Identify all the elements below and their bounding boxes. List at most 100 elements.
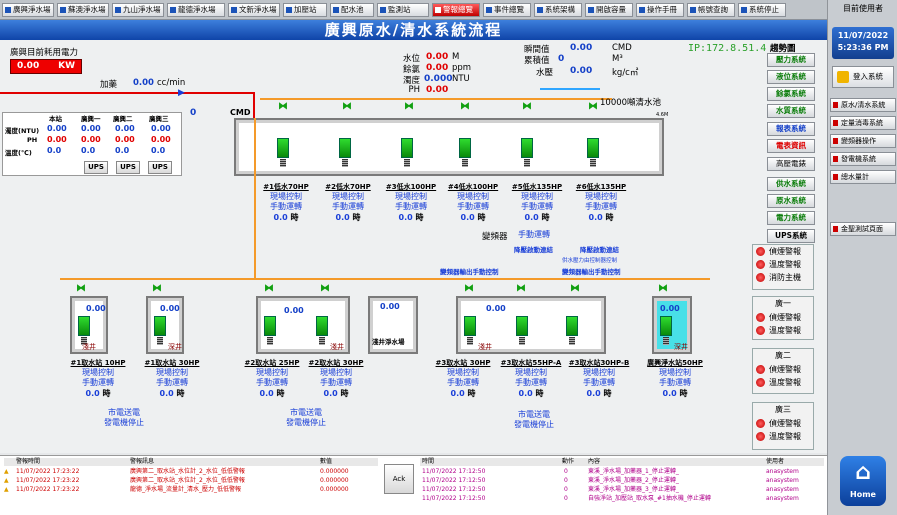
table-row[interactable]: 11/07/2022 17:12:50 0 東溪_淨水場_加藥器_2_停止運轉_… (420, 477, 824, 485)
table-row[interactable]: ▲ 11/07/2022 17:23:22 廣興第二_取水站_水位計_2_水位_… (4, 468, 378, 476)
valve-icon[interactable]: ⧓ (320, 283, 330, 294)
valve-icon[interactable]: ⧓ (464, 283, 474, 294)
ups-button[interactable]: UPS (116, 161, 140, 174)
control-mode[interactable]: 現場控制 (395, 192, 427, 201)
nav-tab[interactable]: 配水池 (330, 3, 374, 17)
table-row[interactable]: 11/07/2022 17:12:50 0 自強淨站_加壓站_取水泵_#1抽水機… (420, 495, 824, 503)
nav-tab[interactable]: 系統停止 (738, 3, 786, 17)
valve-icon[interactable]: ⧓ (658, 283, 668, 294)
ups-button[interactable]: UPS (84, 161, 108, 174)
table-row[interactable]: 11/07/2022 17:12:50 0 東溪_淨水場_加藥器_1_停止運轉_… (420, 468, 824, 476)
pump-icon[interactable] (154, 316, 166, 345)
control-mode[interactable]: 現場控制 (270, 192, 302, 201)
table-row[interactable]: 11/07/2022 17:12:50 0 東溪_淨水場_加藥器_3_停止運轉_… (420, 486, 824, 494)
sys-button[interactable]: 液位系統 (767, 70, 815, 84)
nav-tab-active[interactable]: 警報總覽 (432, 3, 480, 17)
nav-tab[interactable]: 事件總覽 (483, 3, 531, 17)
pump-icon[interactable] (264, 316, 276, 345)
run-mode[interactable]: 手動運轉 (521, 202, 553, 211)
sidebar-item[interactable]: 金聖測試頁面 (830, 222, 896, 236)
table-row[interactable]: ▲ 11/07/2022 17:23:22 龍德_淨水場_流量計_清水_壓力_低… (4, 486, 378, 494)
valve-icon[interactable]: ⧓ (588, 101, 598, 112)
control-mode[interactable]: 現場控制 (156, 368, 188, 377)
valve-icon[interactable]: ⧓ (404, 101, 414, 112)
pump-icon[interactable] (566, 316, 578, 345)
sys-button[interactable]: UPS系統 (767, 229, 815, 243)
control-mode[interactable]: 現場控制 (332, 192, 364, 201)
control-mode[interactable]: 現場控制 (659, 368, 691, 377)
pump-icon[interactable] (587, 138, 599, 167)
pump-icon[interactable] (78, 316, 90, 345)
run-mode[interactable]: 手動運轉 (395, 202, 427, 211)
sys-button[interactable]: 電表資訊 (767, 139, 815, 153)
run-mode[interactable]: 手動運轉 (447, 378, 479, 387)
nav-tab[interactable]: 系統架構 (534, 3, 582, 17)
pump-icon[interactable] (521, 138, 533, 167)
sidebar-item[interactable]: 變頻器操作 (830, 134, 896, 148)
pump-icon[interactable] (401, 138, 413, 167)
nav-tab[interactable]: 蘇澳淨水場 (57, 3, 109, 17)
run-mode[interactable]: 手動運轉 (332, 202, 364, 211)
run-mode[interactable]: 手動運轉 (585, 202, 617, 211)
valve-icon[interactable]: ⧓ (152, 283, 162, 294)
pump-icon[interactable] (316, 316, 328, 345)
pump-icon[interactable] (516, 316, 528, 345)
pump-icon[interactable] (660, 316, 672, 345)
run-mode[interactable]: 手動運轉 (156, 378, 188, 387)
control-mode[interactable]: 現場控制 (320, 368, 352, 377)
control-mode[interactable]: 現場控制 (585, 192, 617, 201)
vfd-state[interactable]: 手動運轉 (518, 230, 550, 239)
run-mode[interactable]: 手動運轉 (457, 202, 489, 211)
sidebar-item[interactable]: 定量消毒系統 (830, 116, 896, 130)
sys-button[interactable]: 報表系統 (767, 122, 815, 136)
run-mode[interactable]: 手動運轉 (583, 378, 615, 387)
ack-button[interactable]: Ack (384, 464, 414, 494)
sidebar-item[interactable]: 發電機系統 (830, 152, 896, 166)
nav-tab[interactable]: 廣興淨水場 (2, 3, 54, 17)
valve-icon[interactable]: ⧓ (522, 101, 532, 112)
run-mode[interactable]: 手動運轉 (320, 378, 352, 387)
sys-button[interactable]: 電力系統 (767, 211, 815, 225)
sidebar-item[interactable]: 原水/清水系統 (830, 98, 896, 112)
valve-icon[interactable]: ⧓ (570, 283, 580, 294)
nav-tab[interactable]: 帳號查詢 (687, 3, 735, 17)
control-mode[interactable]: 現場控制 (447, 368, 479, 377)
table-row[interactable]: ▲ 11/07/2022 17:23:22 廣興第二_取水站_水位計_2_水位_… (4, 477, 378, 485)
sys-button[interactable]: 原水系統 (767, 194, 815, 208)
vfd-link[interactable]: 降壓啟動連結 (514, 246, 553, 254)
valve-icon[interactable]: ⧓ (516, 283, 526, 294)
valve-icon[interactable]: ⧓ (460, 101, 470, 112)
sys-button[interactable]: 餘氯系統 (767, 87, 815, 101)
sidebar-item[interactable]: 總水量計 (830, 170, 896, 184)
sys-button[interactable]: 壓力系統 (767, 53, 815, 67)
nav-tab[interactable]: 監測站 (377, 3, 429, 17)
ups-button[interactable]: UPS (148, 161, 172, 174)
nav-tab[interactable]: 操作手冊 (636, 3, 684, 17)
login-button[interactable]: 登入系統 (832, 66, 894, 88)
control-mode[interactable]: 現場控制 (256, 368, 288, 377)
run-mode[interactable]: 手動運轉 (270, 202, 302, 211)
pump-icon[interactable] (277, 138, 289, 167)
run-mode[interactable]: 手動運轉 (256, 378, 288, 387)
run-mode[interactable]: 手動運轉 (82, 378, 114, 387)
control-mode[interactable]: 現場控制 (82, 368, 114, 377)
run-mode[interactable]: 手動運轉 (515, 378, 547, 387)
nav-tab[interactable]: 加壓站 (283, 3, 327, 17)
pump-icon[interactable] (464, 316, 476, 345)
sys-button[interactable]: 水質系統 (767, 104, 815, 118)
pump-icon[interactable] (339, 138, 351, 167)
valve-icon[interactable]: ⧓ (278, 101, 288, 112)
home-button[interactable]: ⌂Home (840, 456, 886, 506)
control-mode[interactable]: 現場控制 (515, 368, 547, 377)
valve-icon[interactable]: ⧓ (342, 101, 352, 112)
valve-icon[interactable]: ⧓ (264, 283, 274, 294)
nav-tab[interactable]: 開啟容量 (585, 3, 633, 17)
run-mode[interactable]: 手動運轉 (659, 378, 691, 387)
pump-icon[interactable] (459, 138, 471, 167)
vfd-link[interactable]: 降壓啟動連結 (580, 246, 619, 254)
sys-button[interactable]: 高壓電錶 (767, 157, 815, 171)
sys-button[interactable]: 供水系統 (767, 177, 815, 191)
control-mode[interactable]: 現場控制 (583, 368, 615, 377)
valve-icon[interactable]: ⧓ (76, 283, 86, 294)
nav-tab[interactable]: 九山淨水場 (112, 3, 164, 17)
